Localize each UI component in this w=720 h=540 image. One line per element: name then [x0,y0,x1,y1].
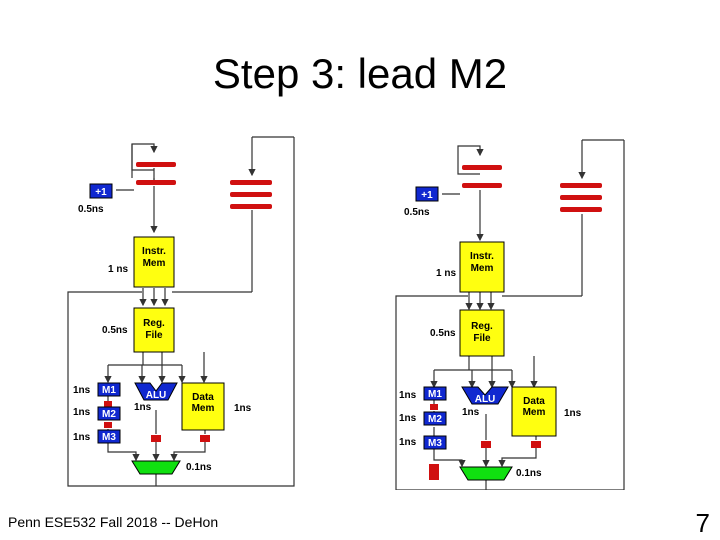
register-bar [230,192,272,197]
register-bar [462,183,502,188]
slide-title: Step 3: lead M2 [212,50,508,97]
m2-delay: 1ns [73,407,91,418]
instruction-memory-label-1: Instr. [470,251,494,262]
instruction-memory-label-2: Mem [471,263,494,274]
data-memory-label-2: Mem [523,407,546,418]
m1-delay: 1ns [399,390,417,401]
register-bar [230,204,272,209]
increment-box [415,186,439,202]
register-bar [462,165,502,170]
alu-delay: 1ns [462,407,480,418]
mux-delay: 0.1ns [186,462,212,473]
pipeline-register [481,441,491,448]
m1-delay: 1ns [73,385,91,396]
m2-label: M2 [102,409,116,420]
pipeline-register [429,464,439,480]
register-bar [560,183,602,188]
pipeline-register [430,404,438,410]
data-memory-delay: 1ns [564,408,582,419]
instruction-memory-label-2: Mem [143,258,166,269]
m3-delay: 1ns [73,432,91,443]
pipeline-register [200,435,210,442]
pipeline-register [151,435,161,442]
pipeline-diagram-right: +1 0.5ns Instr. Mem 1 ns Reg. File 0.5ns… [395,139,625,490]
register-file-label-1: Reg. [471,321,493,332]
register-bar [230,180,272,185]
register-bar [136,162,176,167]
instruction-memory-delay: 1 ns [108,264,128,275]
wires [67,136,295,487]
increment-box [89,183,113,199]
increment-label: +1 [95,187,107,198]
multiplier-stage-m3 [423,435,447,450]
multiplier-stage-m1 [97,382,121,397]
data-memory-label-2: Mem [192,403,215,414]
pipeline-register [104,401,112,407]
alu-label: ALU [475,394,496,405]
increment-delay: 0.5ns [78,204,104,215]
mux-delay: 0.1ns [516,468,542,479]
register-bar [560,207,602,212]
alu [461,386,509,405]
m1-label: M1 [428,389,442,400]
register-file-label-1: Reg. [143,318,165,329]
pipeline-register [104,422,112,428]
m3-label: M3 [428,438,442,449]
instruction-memory-delay: 1 ns [436,268,456,279]
writeback-mux [131,460,181,475]
increment-label: +1 [421,190,433,201]
alu [134,382,178,401]
pipeline-diagram-left: +1 0.5ns Instr. Mem 1 ns Reg. File 0.5ns… [67,136,295,487]
data-memory-delay: 1ns [234,403,252,414]
multiplier-stage-m1 [423,386,447,401]
register-bar [560,195,602,200]
pc-registers [136,162,272,209]
alu-label: ALU [146,390,167,401]
data-memory [511,386,557,437]
register-bar [136,180,176,185]
m2-label: M2 [428,414,442,425]
instruction-memory [133,236,175,288]
register-file [459,309,505,357]
register-file-delay: 0.5ns [430,328,456,339]
wires [395,139,625,490]
m1-label: M1 [102,385,116,396]
page-number: 7 [695,508,710,538]
slide-footer: Penn ESE532 Fall 2018 -- DeHon [8,514,219,530]
register-file-delay: 0.5ns [102,325,128,336]
m3-label: M3 [102,432,116,443]
multiplier-stage-m2 [97,406,121,421]
register-file [133,307,175,353]
alu-delay: 1ns [134,402,152,413]
m2-delay: 1ns [399,413,417,424]
multiplier-stage-m3 [97,429,121,444]
multiplier-stage-m2 [423,411,447,426]
writeback-mux [459,466,513,481]
data-memory [181,382,225,431]
instruction-memory [459,241,505,293]
data-memory-label-1: Data [192,392,214,403]
increment-delay: 0.5ns [404,207,430,218]
register-file-label-2: File [145,330,163,341]
m3-delay: 1ns [399,437,417,448]
register-file-label-2: File [473,333,491,344]
instruction-memory-label-1: Instr. [142,246,166,257]
data-memory-label-1: Data [523,396,545,407]
pipeline-register [531,441,541,448]
